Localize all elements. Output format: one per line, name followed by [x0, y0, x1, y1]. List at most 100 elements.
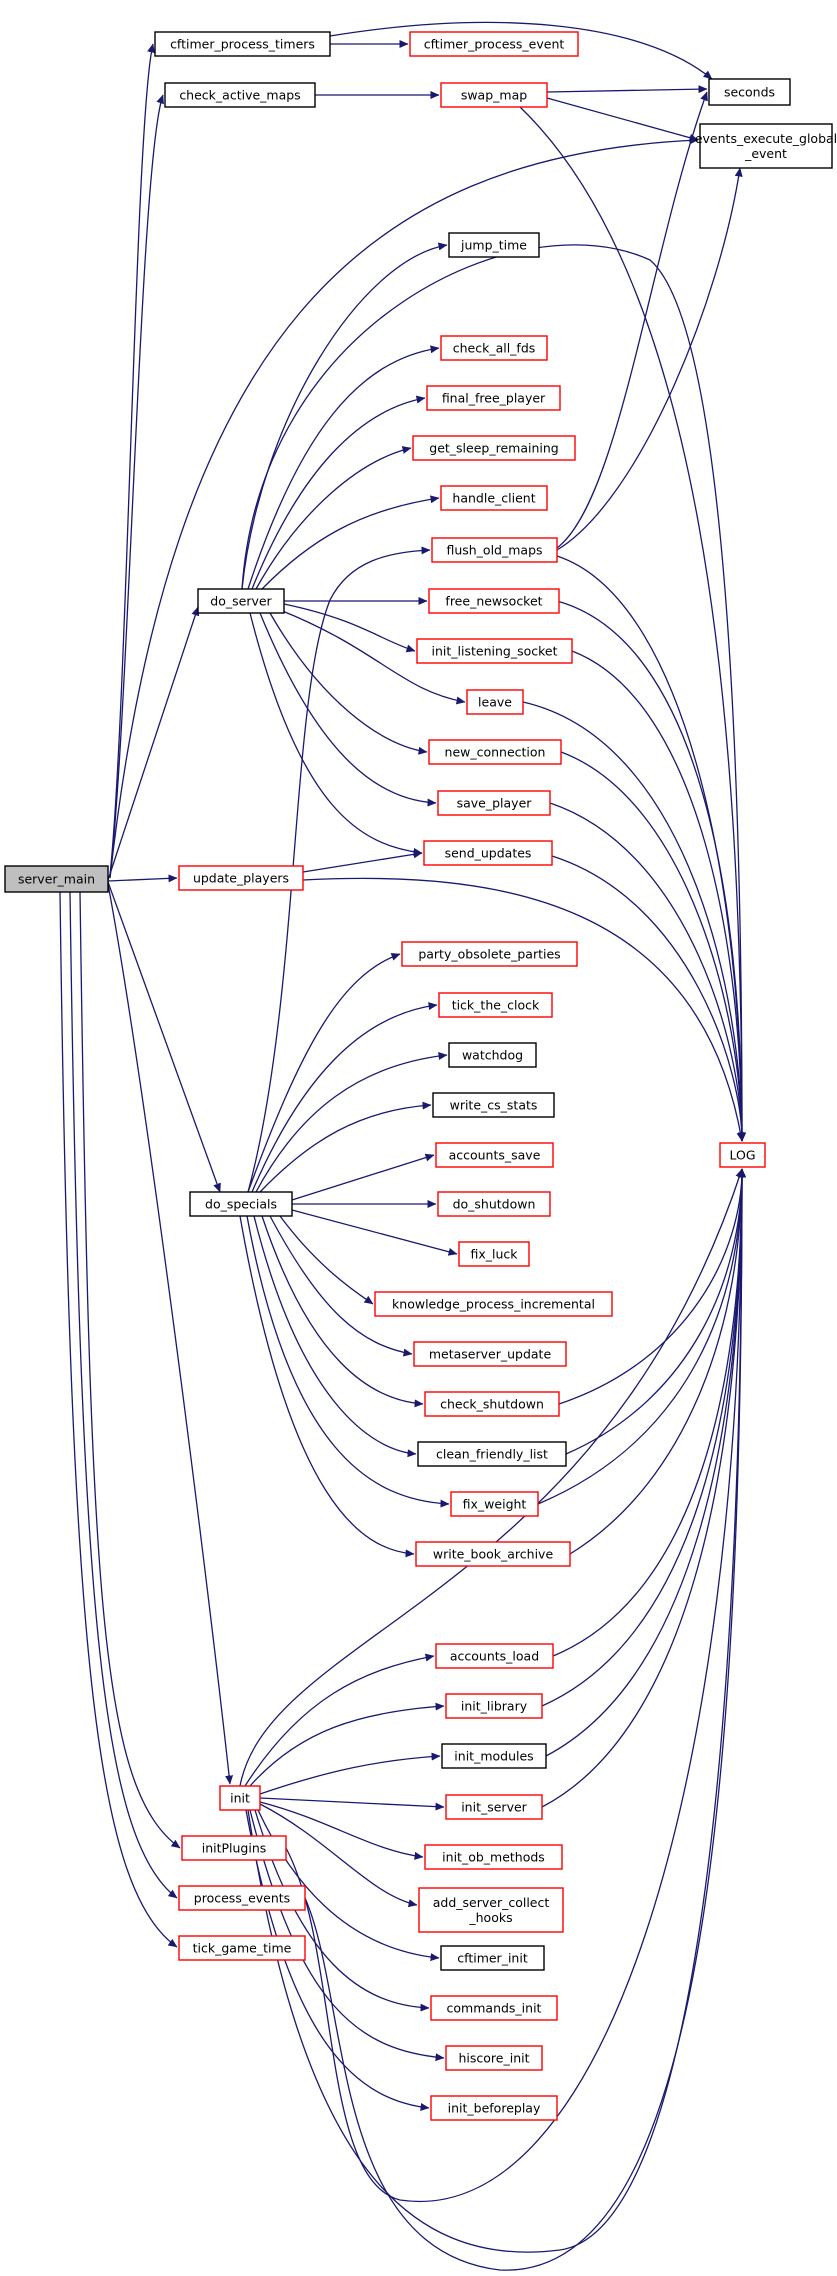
node-tick-game-time[interactable]: tick_game_time — [178, 1935, 306, 1961]
node-handle-client[interactable]: handle_client — [440, 485, 548, 511]
node-new-connection[interactable]: new_connection — [428, 739, 562, 765]
node-fix-weight[interactable]: fix_weight — [450, 1491, 539, 1517]
node-clean-friendly-list[interactable]: clean_friendly_list — [417, 1441, 567, 1467]
node-box — [416, 638, 573, 664]
call-edge-line — [571, 650, 746, 1142]
call-edge — [259, 1801, 424, 1860]
call-edge-line — [546, 85, 708, 94]
node-label: check_shutdown — [440, 1397, 544, 1412]
node-check-active-maps[interactable]: check_active_maps — [164, 82, 316, 108]
call-edge — [259, 1101, 432, 1193]
node-accounts-load[interactable]: accounts_load — [435, 1643, 554, 1669]
call-edge — [279, 609, 466, 705]
call-edge — [107, 883, 234, 1785]
node-process-events[interactable]: process_events — [178, 1885, 306, 1911]
node-label: write_cs_stats — [450, 1098, 538, 1113]
node-save-player[interactable]: save_player — [437, 790, 551, 816]
node-seconds[interactable]: seconds — [708, 78, 791, 106]
node-init-listening-socket[interactable]: init_listening_socket — [416, 638, 573, 664]
node-fix-luck[interactable]: fix_luck — [458, 1241, 530, 1267]
node-box — [445, 1794, 543, 1820]
node-check-shutdown[interactable]: check_shutdown — [424, 1391, 560, 1417]
node-hiscore-init[interactable]: hiscore_init — [445, 2045, 543, 2071]
node-leave[interactable]: leave — [466, 689, 524, 715]
node-init-ob-methods[interactable]: init_ob_methods — [424, 1844, 563, 1870]
call-edge-line — [251, 395, 426, 590]
node-label: add_server_collect — [433, 1895, 550, 1910]
node-init-modules[interactable]: init_modules — [441, 1743, 547, 1769]
node-box — [708, 78, 791, 106]
call-edge-line — [246, 1215, 450, 1508]
node-box — [448, 1042, 537, 1068]
call-edge — [253, 1215, 417, 1458]
node-update-players[interactable]: update_players — [178, 865, 304, 891]
call-edge-line — [522, 701, 746, 1142]
node-init-library[interactable]: init_library — [445, 1693, 543, 1719]
call-edge-line — [541, 1168, 746, 1808]
node-init-beforeplay[interactable]: init_beforeplay — [430, 2095, 558, 2121]
node-cftimer-process-event[interactable]: cftimer_process_event — [409, 31, 579, 57]
node-add-server-collect-hooks[interactable]: add_server_collect_hooks — [418, 1887, 564, 1933]
call-edge — [249, 612, 423, 856]
call-edge-line — [107, 874, 178, 883]
node-commands-init[interactable]: commands_init — [430, 1995, 558, 2021]
node-label: party_obsolete_parties — [418, 947, 560, 962]
node-watchdog[interactable]: watchdog — [448, 1042, 537, 1068]
node-box — [164, 82, 316, 108]
node-label: swap_map — [461, 88, 527, 103]
node-box — [440, 82, 548, 108]
call-edge-line — [269, 1215, 413, 1357]
node-box — [197, 588, 285, 614]
call-edge — [107, 881, 221, 1193]
node-cftimer-process-timers[interactable]: cftimer_process_timers — [154, 31, 331, 57]
node-cftimer-init[interactable]: cftimer_init — [440, 1945, 545, 1971]
call-edge — [565, 1168, 746, 1455]
node-LOG[interactable]: LOG — [719, 1142, 766, 1168]
node-label: new_connection — [445, 745, 546, 760]
call-edge-line — [255, 446, 412, 590]
node-label: init_library — [461, 1699, 528, 1714]
node-do-specials[interactable]: do_specials — [189, 1191, 293, 1217]
node-tick-the-clock[interactable]: tick_the_clock — [438, 992, 553, 1018]
node-label: events_execute_global — [695, 131, 837, 146]
call-edge-line — [247, 1168, 746, 2253]
node-init[interactable]: init — [219, 1785, 261, 1811]
node-accounts-save[interactable]: accounts_save — [435, 1142, 554, 1168]
call-edge — [302, 877, 745, 1142]
node-box — [435, 1142, 554, 1168]
call-edge — [241, 242, 448, 590]
node-get-sleep-remaining[interactable]: get_sleep_remaining — [412, 435, 576, 461]
node-box — [458, 1241, 530, 1267]
node-initPlugins[interactable]: initPlugins — [181, 1835, 287, 1861]
call-edge — [304, 1168, 746, 2271]
node-server-main[interactable]: server_main — [4, 865, 109, 893]
call-edge-line — [556, 600, 746, 1142]
node-box — [428, 739, 562, 765]
node-label: metaserver_update — [429, 1347, 552, 1362]
node-free-newsocket[interactable]: free_newsocket — [428, 588, 560, 614]
call-edge-line — [107, 881, 221, 1193]
node-init-server[interactable]: init_server — [445, 1794, 543, 1820]
call-edge — [244, 1653, 435, 1787]
node-box — [181, 1835, 287, 1861]
call-edge-line — [565, 1168, 746, 1455]
node-do-server[interactable]: do_server — [197, 588, 285, 614]
node-write-cs-stats[interactable]: write_cs_stats — [432, 1092, 555, 1118]
node-swap-map[interactable]: swap_map — [440, 82, 548, 108]
node-send-updates[interactable]: send_updates — [423, 840, 553, 866]
node-events-execute-global-event[interactable]: events_execute_global_event — [695, 123, 837, 169]
call-edge — [285, 1168, 746, 2203]
call-edge — [259, 1797, 445, 1811]
node-knowledge-process-incremental[interactable]: knowledge_process_incremental — [374, 1291, 613, 1317]
call-edge-line — [302, 850, 423, 873]
node-do-shutdown[interactable]: do_shutdown — [437, 1191, 551, 1217]
node-check-all-fds[interactable]: check_all_fds — [440, 335, 548, 361]
node-final-free-player[interactable]: final_free_player — [426, 385, 561, 411]
node-box — [415, 1541, 571, 1567]
node-flush-old-maps[interactable]: flush_old_maps — [431, 537, 558, 563]
node-write-book-archive[interactable]: write_book_archive — [415, 1541, 571, 1567]
node-party-obsolete-parties[interactable]: party_obsolete_parties — [401, 941, 578, 967]
node-metaserver-update[interactable]: metaserver_update — [413, 1341, 567, 1367]
node-jump-time[interactable]: jump_time — [448, 232, 540, 258]
call-edge — [246, 1215, 450, 1508]
